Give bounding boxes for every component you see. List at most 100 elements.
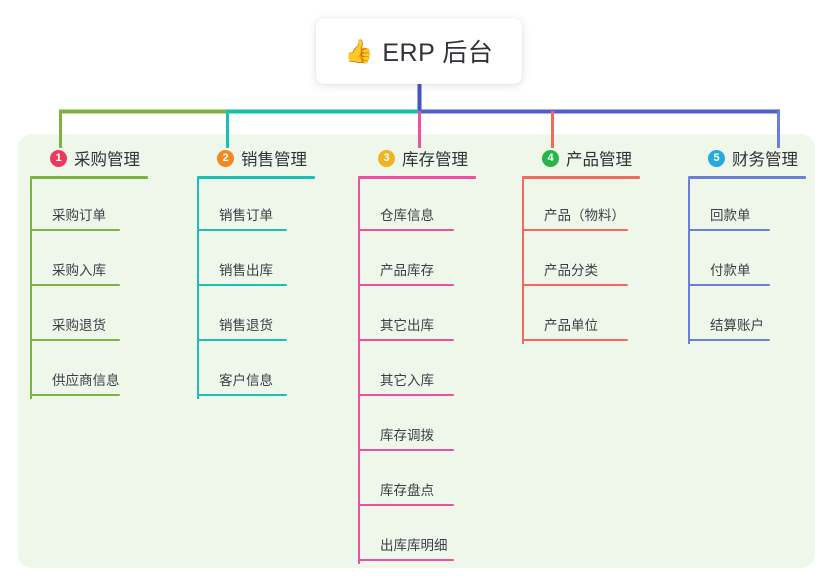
leaf-rule [522,284,628,286]
branch-rule-1 [30,176,148,179]
leaf-rule [197,284,287,286]
branch-badge-5: 5 [708,149,725,167]
branch-title-5: 财务管理 [732,151,798,169]
leaf-label: 销售订单 [219,208,273,223]
leaf-label: 回款单 [710,208,751,223]
branch-rule-3 [358,176,476,179]
root-node-title: ERP 后台 [382,39,494,67]
branch-title-2: 销售管理 [241,151,307,169]
leaf-rule [688,284,770,286]
leaf-rule [688,229,770,231]
leaf-item[interactable]: 库存调拨 [358,399,506,454]
leaf-item[interactable]: 采购退货 [30,289,178,344]
leaf-label: 出库库明细 [380,538,448,553]
branch-header-4[interactable]: 4 产品管理 [522,146,670,170]
leaf-rule [358,504,454,506]
branch-badge-4: 4 [542,149,559,167]
branch-column-5: 5 财务管理回款单付款单结算账户 [688,146,814,344]
leaf-label: 供应商信息 [52,373,120,388]
branch-header-5[interactable]: 5 财务管理 [688,146,814,170]
leaf-spine-3 [358,179,360,564]
branch-badge-3: 3 [378,149,395,167]
leaf-rule [358,449,454,451]
leaf-label: 结算账户 [710,318,764,333]
branch-header-2[interactable]: 2 销售管理 [197,146,345,170]
leaf-rule [30,394,120,396]
leaf-list-5: 回款单付款单结算账户 [688,179,814,344]
leaf-rule [358,559,454,561]
leaf-rule [522,339,628,341]
branch-rule-5 [688,176,806,179]
leaf-label: 销售退货 [219,318,273,333]
leaf-rule [30,229,120,231]
branch-rule-4 [522,176,640,179]
leaf-item[interactable]: 产品（物料） [522,179,670,234]
leaf-rule [358,229,454,231]
leaf-label: 产品分类 [544,263,598,278]
branch-header-3[interactable]: 3 库存管理 [358,146,506,170]
leaf-spine-1 [30,179,32,399]
leaf-label: 采购订单 [52,208,106,223]
branch-badge-2: 2 [217,149,234,167]
leaf-label: 销售出库 [219,263,273,278]
branch-title-3: 库存管理 [402,151,468,169]
leaf-label: 付款单 [710,263,751,278]
leaf-item[interactable]: 产品库存 [358,234,506,289]
leaf-label: 仓库信息 [380,208,434,223]
leaf-rule [197,339,287,341]
branch-title-4: 产品管理 [566,151,632,169]
leaf-item[interactable]: 出库库明细 [358,509,506,564]
leaf-item[interactable]: 仓库信息 [358,179,506,234]
leaf-rule [30,339,120,341]
leaf-item[interactable]: 其它出库 [358,289,506,344]
leaf-item[interactable]: 其它入库 [358,344,506,399]
leaf-rule [688,339,770,341]
root-node-card[interactable]: 👍 ERP 后台 [316,18,522,84]
leaf-label: 产品（物料） [544,208,625,223]
leaf-item[interactable]: 库存盘点 [358,454,506,509]
leaf-label: 采购退货 [52,318,106,333]
leaf-label: 采购入库 [52,263,106,278]
leaf-rule [30,284,120,286]
leaf-item[interactable]: 采购订单 [30,179,178,234]
leaf-label: 客户信息 [219,373,273,388]
leaf-label: 其它出库 [380,318,434,333]
leaf-item[interactable]: 付款单 [688,234,814,289]
leaf-item[interactable]: 产品分类 [522,234,670,289]
leaf-item[interactable]: 销售出库 [197,234,345,289]
leaf-label: 库存盘点 [380,483,434,498]
leaf-item[interactable]: 销售订单 [197,179,345,234]
leaf-rule [358,284,454,286]
leaf-item[interactable]: 结算账户 [688,289,814,344]
leaf-label: 产品单位 [544,318,598,333]
branch-column-3: 3 库存管理仓库信息产品库存其它出库其它入库库存调拨库存盘点出库库明细 [358,146,506,564]
leaf-item[interactable]: 产品单位 [522,289,670,344]
leaf-item[interactable]: 回款单 [688,179,814,234]
branch-badge-1: 1 [50,149,67,167]
leaf-list-4: 产品（物料） 产品分类产品单位 [522,179,670,344]
leaf-rule [197,394,287,396]
leaf-rule [197,229,287,231]
leaf-rule [358,339,454,341]
leaf-spine-5 [688,179,690,344]
leaf-spine-2 [197,179,199,399]
leaf-rule [522,229,628,231]
branch-rule-2 [197,176,315,179]
leaf-item[interactable]: 销售退货 [197,289,345,344]
leaf-item[interactable]: 供应商信息 [30,344,178,399]
leaf-list-1: 采购订单采购入库采购退货供应商信息 [30,179,178,399]
diagram-panel [18,134,815,568]
leaf-list-2: 销售订单销售出库销售退货客户信息 [197,179,345,399]
leaf-label: 产品库存 [380,263,434,278]
branch-column-4: 4 产品管理产品（物料） 产品分类产品单位 [522,146,670,344]
leaf-list-3: 仓库信息产品库存其它出库其它入库库存调拨库存盘点出库库明细 [358,179,506,564]
leaf-rule [358,394,454,396]
branch-column-2: 2 销售管理销售订单销售出库销售退货客户信息 [197,146,345,399]
leaf-spine-4 [522,179,524,344]
thumbs-up-icon: 👍 [344,37,374,64]
leaf-item[interactable]: 采购入库 [30,234,178,289]
leaf-item[interactable]: 客户信息 [197,344,345,399]
